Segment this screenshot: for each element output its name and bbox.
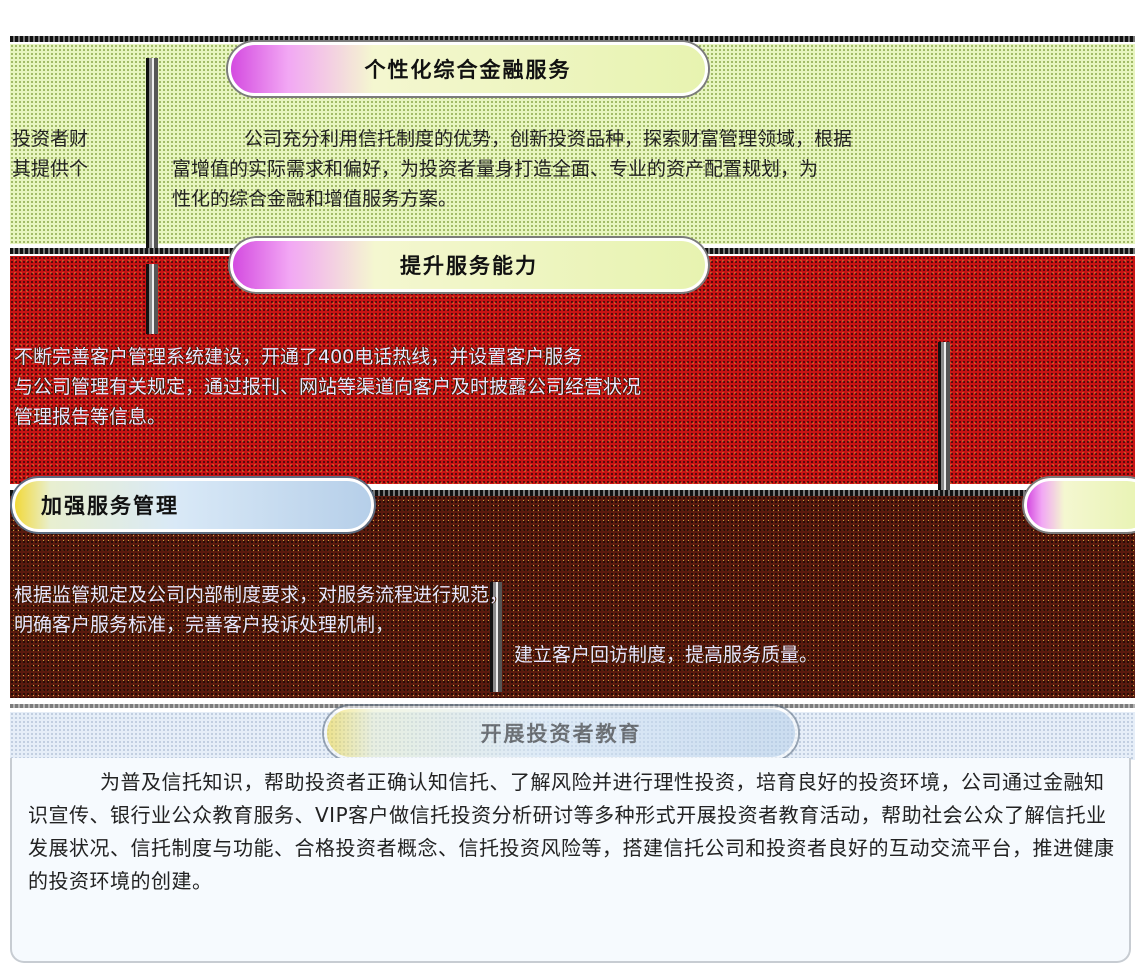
management-body-line-3: 建立客户回访制度，提高服务质量。 (514, 644, 819, 666)
management-body-line-2: 明确客户服务标准，完善客户投诉处理机制， (14, 614, 395, 636)
capability-connector-right (938, 342, 950, 492)
management-divider (10, 490, 1135, 496)
capability-body-line-3: 管理报告等信息。 (14, 406, 167, 428)
management-title-pill: 加强服务管理 (12, 478, 374, 532)
personalized-body-line-3: 性化的综合金融和增值服务方案。 (172, 188, 458, 210)
capability-title: 提升服务能力 (400, 254, 538, 278)
personalized-body-line-2: 富增值的实际需求和偏好，为投资者量身打造全面、专业的资产配置规划，为 (172, 158, 819, 180)
personalized-connector (146, 58, 158, 248)
management-title: 加强服务管理 (41, 494, 179, 518)
education-body-text: 为普及信托知识，帮助投资者正确认知信托、了解风险并进行理性投资，培育良好的投资环… (28, 770, 1115, 893)
education-title: 开展投资者教育 (480, 722, 642, 746)
personalized-left-fragment: 投资者财 其提供个 (12, 124, 142, 184)
management-body: 根据监管规定及公司内部制度要求，对服务流程进行规范， 明确客户服务标准，完善客户… (14, 580, 1124, 670)
education-body: 为普及信托知识，帮助投资者正确认知信托、了解风险并进行理性投资，培育良好的投资环… (28, 766, 1118, 898)
management-body-line-1: 根据监管规定及公司内部制度要求，对服务流程进行规范， (14, 584, 509, 606)
capability-body-line-1: 不断完善客户管理系统建设，开通了400电话热线，并设置客户服务 (14, 346, 583, 368)
left-fragment-line-2: 其提供个 (12, 158, 89, 180)
capability-body-line-2: 与公司管理有关规定，通过报刊、网站等渠道向客户及时披露公司经营状况 (14, 376, 642, 398)
personalized-title-pill: 个性化综合金融服务 (228, 42, 708, 96)
top-divider (10, 36, 1135, 42)
education-panel: 为普及信托知识，帮助投资者正确认知信托、了解风险并进行理性投资，培育良好的投资环… (10, 758, 1131, 963)
personalized-title: 个性化综合金融服务 (364, 58, 572, 82)
personalized-body: 公司充分利用信托制度的优势，创新投资品种，探索财富管理领域，根据 富增值的实际需… (172, 124, 1132, 214)
personalized-body-line-1: 公司充分利用信托制度的优势，创新投资品种，探索财富管理领域，根据 (244, 128, 853, 150)
management-connector (490, 582, 502, 692)
side-title-pill (1024, 478, 1135, 532)
capability-connector-left (146, 264, 158, 334)
left-fragment-line-1: 投资者财 (12, 128, 89, 150)
capability-title-pill: 提升服务能力 (230, 238, 708, 292)
education-title-pill: 开展投资者教育 (324, 706, 798, 760)
capability-body: 不断完善客户管理系统建设，开通了400电话热线，并设置客户服务 与公司管理有关规… (14, 342, 934, 432)
